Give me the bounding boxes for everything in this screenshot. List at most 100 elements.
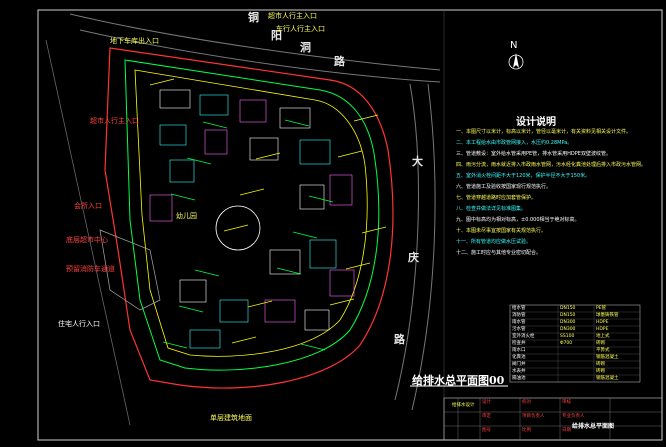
title-block-cell: 日期 [562, 428, 571, 433]
design-note-line: 八、检查井做法详见标准图集。 [456, 206, 527, 212]
pipe-segment [231, 336, 257, 344]
pipe-segment [300, 343, 326, 351]
building-footprint [329, 269, 355, 297]
road-char-7: 路 [394, 333, 405, 346]
site-boundary [104, 47, 394, 389]
legend-cell: SS100 [560, 333, 575, 339]
legend-cell: 砖砌 [596, 340, 605, 346]
road-edge-east [394, 83, 419, 401]
design-note-line: 九、图中标高均为相对标高，±0.000相当于绝对标高。 [456, 217, 580, 223]
legend-cell: 化粪池 [512, 354, 526, 360]
building-footprint [169, 159, 195, 183]
building-footprint [239, 99, 267, 123]
building-footprint [299, 184, 325, 210]
building-footprint [249, 137, 279, 161]
legend-cell: DN150 [560, 312, 576, 318]
design-notes-title: 设计说明 [516, 117, 556, 128]
legend-cell: Φ700 [560, 340, 573, 346]
building-footprint [159, 124, 187, 146]
legend-cell: DN150 [560, 305, 576, 311]
legend-cell: HDPE [596, 326, 609, 332]
building-footprint [304, 309, 330, 331]
design-note-line: 二、本工程给水由市政管网接入，水压约0.28MPa。 [456, 140, 573, 146]
legend-cell: HDPE [596, 319, 609, 325]
pipe-segment [337, 150, 363, 158]
pipe-segment [178, 305, 204, 313]
legend-cell: 给水管 [512, 305, 526, 311]
title-underline [410, 385, 508, 387]
road-char-5: 大 [412, 155, 423, 168]
pipe-segment [202, 121, 228, 129]
road-char-3: 洞 [300, 41, 311, 54]
legend-cell: 平箅式 [596, 347, 610, 353]
title-block-grid [444, 398, 662, 440]
pipe-segment [329, 298, 355, 306]
title-block-cell: 设计 [482, 400, 491, 405]
pipe-segment [361, 226, 387, 234]
pipe-segment [162, 341, 188, 349]
road-char-2: 阳 [271, 29, 282, 42]
title-block-cell: 专业负责人 [562, 414, 585, 419]
legend-cell: 钢筋混凝土 [596, 354, 619, 360]
title-block-sheet-name: 给排水总平面图 [572, 423, 615, 430]
label-entrance-6: 底层超市中心 [66, 236, 108, 244]
building-footprint [329, 174, 353, 206]
legend-cell: 雨水口 [512, 347, 526, 353]
legend-cell: 砖砌 [596, 361, 605, 367]
legend-cell: 污水管 [512, 326, 526, 332]
label-entrance-1: 超市人行主入口 [268, 12, 317, 20]
legend-cell: 雨水管 [512, 319, 526, 325]
legend-cell: 球墨铸铁管 [596, 312, 619, 318]
road-edge-west [45, 39, 131, 426]
legend-table [509, 304, 641, 383]
north-arrow-needle [513, 53, 519, 68]
pipe-segment [292, 231, 318, 239]
design-note-line: 四、雨污分流，雨水就近排入市政雨水管网，污水经化粪池处理后排入市政污水管网。 [456, 162, 647, 168]
legend-cell: 检查井 [512, 340, 526, 346]
design-note-line: 七、管道穿越道路时应加套管保护。 [456, 195, 537, 201]
legend-border [509, 304, 641, 383]
building-footprint [189, 329, 221, 349]
building-footprint [149, 194, 173, 222]
road-edge-north [69, 13, 441, 71]
building-footprint [279, 107, 311, 129]
design-note-line: 十一、所有管道均应做水压试验。 [456, 239, 532, 245]
pipe-segment [284, 119, 310, 127]
pipe-segment [239, 188, 265, 196]
pipe-segment [194, 269, 220, 277]
title-block [443, 397, 663, 441]
legend-cell: DN300 [560, 319, 576, 325]
building-footprint [269, 249, 301, 275]
road-char-4: 路 [334, 55, 345, 68]
label-entrance-5: 会所入口 [74, 202, 102, 210]
title-block-cell: 校对 [522, 400, 531, 405]
label-entrance-9: 幼儿园 [176, 212, 197, 220]
title-block-cell: 审核 [562, 400, 571, 405]
road-edge-north-inner [79, 29, 441, 83]
north-label: N [510, 40, 518, 51]
label-entrance-8: 住宅人行入口 [58, 320, 100, 328]
building-footprint [179, 279, 207, 303]
label-entrance-2: 车行人行主入口 [276, 25, 325, 33]
building-footprint [309, 239, 337, 269]
drain-main-loop [134, 69, 368, 357]
pipe-segment [255, 152, 281, 160]
legend-cell: 砖砌 [596, 368, 605, 374]
pipe-segment [170, 193, 196, 201]
legend-cell: 钢筋混凝土 [596, 375, 619, 381]
label-entrance-10: 单层建筑地面 [210, 414, 252, 422]
legend-cell: 室外消火栓 [512, 333, 535, 339]
pipe-segment [308, 195, 334, 203]
west-annex [99, 229, 161, 311]
legend-cell: 隔油池 [512, 375, 526, 381]
legend-cell: PE管 [596, 305, 607, 311]
road-char-1: 铜 [248, 11, 259, 24]
label-entrance-7: 预留消防车通道 [66, 265, 115, 273]
pipe-segment [353, 114, 379, 122]
design-note-line: 六、管道施工及验收按国家现行规范执行。 [456, 184, 552, 190]
road-edge-east-outer [411, 83, 436, 411]
pipe-segment [276, 267, 302, 275]
title-block-cell: 审定 [482, 414, 491, 419]
